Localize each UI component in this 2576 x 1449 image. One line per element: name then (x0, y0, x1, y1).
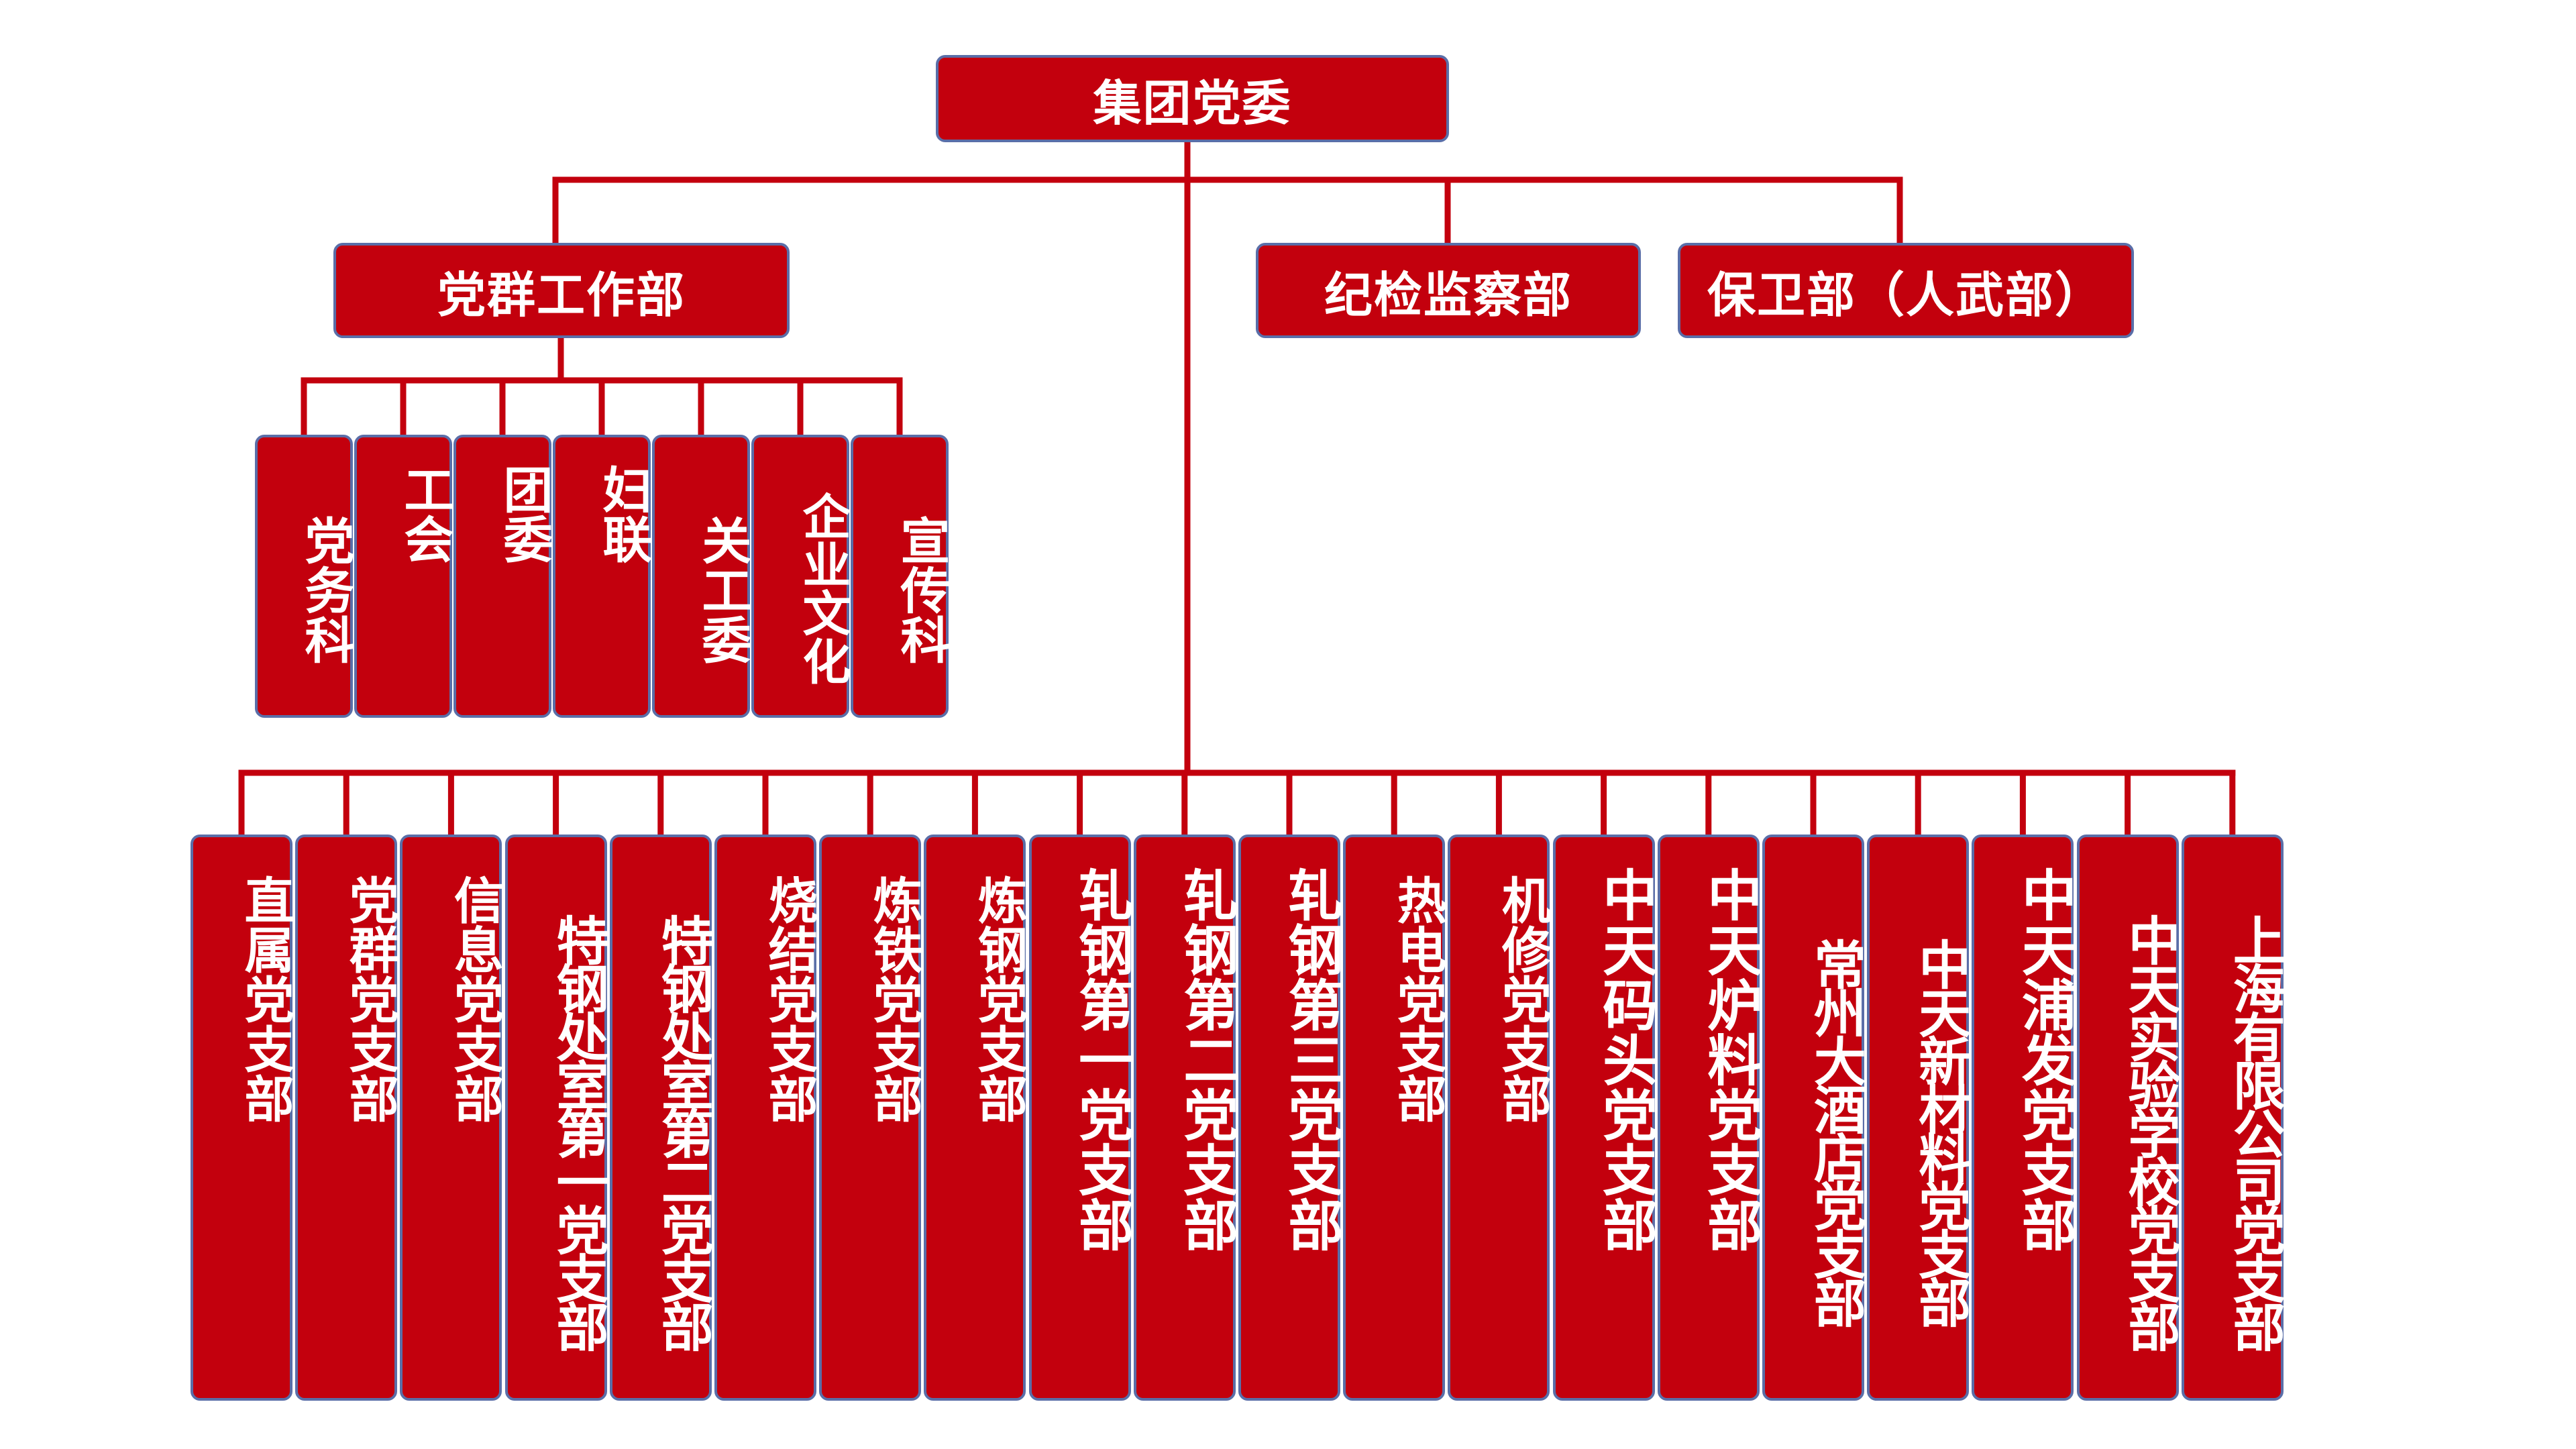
branch-node: 炼铁党支部 (819, 835, 922, 1401)
sub-node: 团委 (453, 435, 553, 718)
branch-node: 中天码头党支部 (1552, 835, 1657, 1401)
node-discipline-dept: 纪检监察部 (1256, 243, 1641, 338)
branch-node: 轧钢第三党支部 (1238, 835, 1342, 1401)
branch-node: 机修党支部 (1448, 835, 1551, 1401)
root-node: 集团党委 (936, 55, 1449, 142)
branch-node: 特钢处室第二党支部 (609, 835, 713, 1401)
branch-node: 中天新材料党支部 (1867, 835, 1970, 1401)
sub-node: 妇联 (553, 435, 652, 718)
branch-node: 轧钢第二党支部 (1133, 835, 1238, 1401)
branch-node: 轧钢第一党支部 (1028, 835, 1133, 1401)
sub-node: 关工委 (652, 435, 751, 718)
branch-node: 特钢处室第一党支部 (504, 835, 608, 1401)
sub-node: 工会 (354, 435, 453, 718)
sub-node: 党务科 (255, 435, 354, 718)
branch-node: 常州大酒店党支部 (1762, 835, 1866, 1401)
branch-node: 烧结党支部 (714, 835, 818, 1401)
branch-node: 热电党支部 (1343, 835, 1446, 1401)
branch-node: 中天实验学校党支部 (2076, 835, 2180, 1401)
branch-node: 信息党支部 (400, 835, 503, 1401)
branch-node: 党群党支部 (295, 835, 398, 1401)
node-security-dept: 保卫部（人武部） (1678, 243, 2134, 338)
sub-node: 企业文化 (751, 435, 851, 718)
branch-node: 上海有限公司党支部 (2181, 835, 2285, 1401)
branch-node: 中天炉料党支部 (1657, 835, 1762, 1401)
branch-node: 直属党支部 (191, 835, 294, 1401)
branch-node: 炼钢党支部 (924, 835, 1027, 1401)
sub-node: 宣传科 (851, 435, 950, 718)
node-party-work-dept: 党群工作部 (333, 243, 790, 338)
branch-node: 中天浦发党支部 (1972, 835, 2076, 1401)
